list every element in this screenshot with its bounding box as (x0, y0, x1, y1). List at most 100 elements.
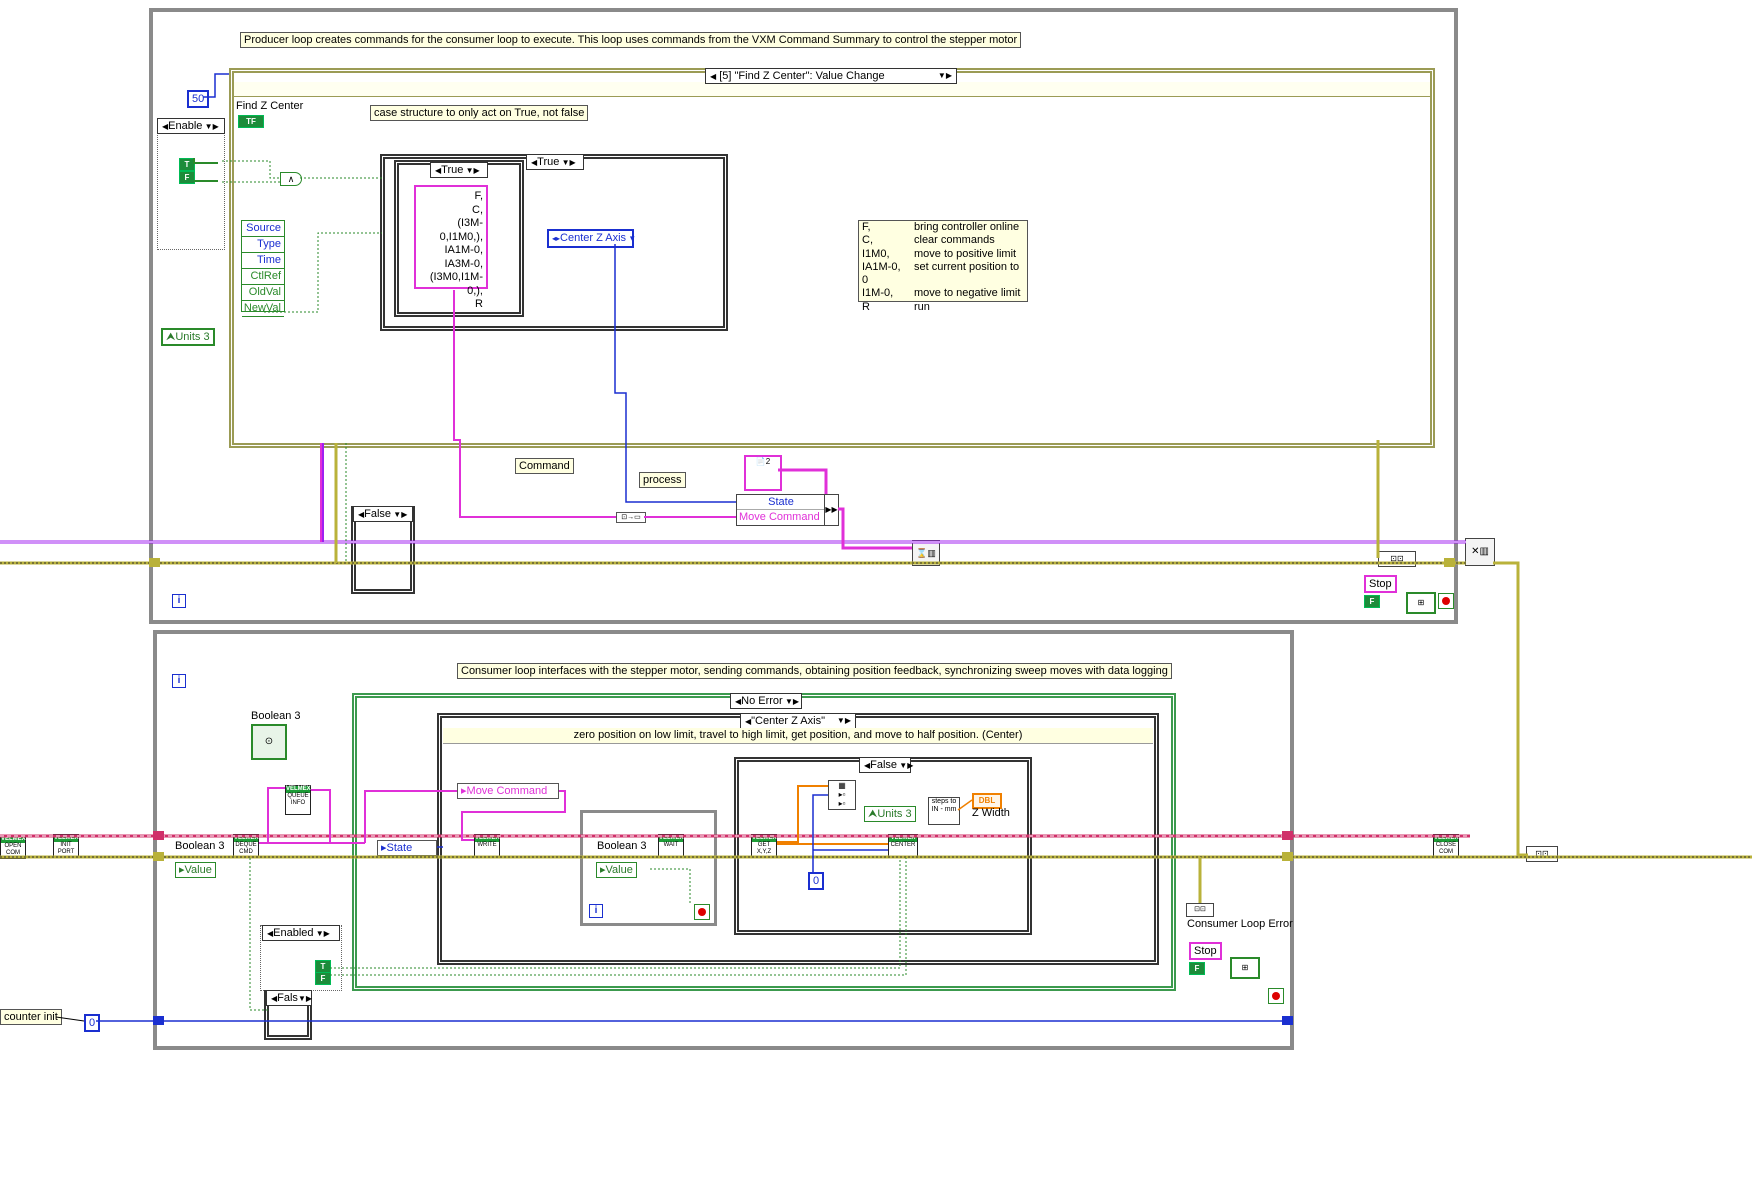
consumer-false-const[interactable]: F (1189, 962, 1205, 975)
inner-case-label: True (441, 164, 464, 176)
command-string-constant[interactable]: F, C, (I3M-0,I1M0,), IA1M-0, IA3M-0, (I3… (414, 185, 488, 310)
event-case-label: [5] "Find Z Center": Value Change (719, 70, 885, 82)
vi-label: OPEN COM (4, 843, 22, 856)
dropdown-arrow-icon[interactable]: ▼▶ (313, 929, 330, 938)
fals-label: Fals (277, 992, 298, 1004)
bundle-output-icon: ▶▶ (824, 494, 839, 526)
prev-arrow-icon[interactable]: ◀ (267, 929, 274, 938)
enqueue-element-icon[interactable]: ⌛▥ (912, 540, 940, 566)
dropdown-arrow-icon[interactable]: ▼▶ (391, 510, 408, 519)
producer-stop-control[interactable]: Stop (1364, 575, 1397, 593)
enabled-selector[interactable]: ◀Enabled ▼▶ (262, 925, 340, 941)
state-case-comment: zero position on low limit, travel to hi… (443, 728, 1153, 744)
dropdown-arrow-icon[interactable]: ▼ (626, 234, 637, 243)
legend-code: I1M-0, (862, 287, 894, 300)
enabled-label: Enabled (273, 927, 314, 939)
enum-label: Center Z Axis (560, 232, 627, 244)
prev-arrow-icon[interactable]: ◀ (745, 717, 752, 726)
consumer-stop-control[interactable]: Stop (1189, 942, 1222, 960)
z-width-label: Z Width (972, 807, 1010, 819)
enum-arrows-icon[interactable]: ◂▸ (552, 234, 561, 243)
zero-constant[interactable]: 0 (808, 872, 825, 890)
find-z-center-bool-icon[interactable]: TF (238, 115, 264, 128)
steps-to-in-mm-vi[interactable]: steps to IN - mm (928, 797, 960, 825)
vi-label: WRITE (477, 842, 497, 848)
prev-arrow-icon[interactable]: ◀ (435, 166, 442, 175)
dropdown-arrow-icon[interactable]: ▼▶ (897, 761, 914, 770)
boolean3-indicator-icon[interactable]: ⊙ (251, 724, 287, 760)
no-error-selector[interactable]: ◀No Error ▼▶ (730, 693, 802, 709)
prev-arrow-icon[interactable]: ◀ (864, 761, 871, 770)
event-data-newval: NewVal (242, 301, 284, 317)
dropdown-arrow-icon[interactable]: ▼▶ (937, 71, 952, 80)
inner-case-selector[interactable]: ◀True ▼▶ (430, 162, 488, 178)
state-case-selector[interactable]: ◀"Center Z Axis"▼▶ (740, 713, 856, 729)
units3-ref-label: Units 3 (175, 331, 210, 343)
units3-property-node[interactable]: ⮝Units 3 (864, 806, 916, 822)
event-header-bar (234, 82, 1430, 97)
vi-label: CLOSE COM (1435, 842, 1457, 855)
case-comment: case structure to only act on True, not … (370, 105, 589, 121)
dropdown-arrow-icon[interactable]: ▼▶ (782, 697, 800, 706)
vi-brand: VELMEX (475, 835, 500, 842)
consumer-comment: Consumer loop interfaces with the steppe… (457, 663, 1172, 679)
merge-errors-icon: ⊡⊡ (1526, 846, 1558, 862)
boolean3-value-property[interactable]: ▸Value (596, 862, 637, 878)
release-queue-icon[interactable]: ✕▥ (1465, 538, 1495, 566)
cmd-line: IA1M-0, (444, 244, 483, 256)
boolean3-outer-value[interactable]: ▸Value (175, 862, 216, 878)
shift-register-right (1282, 831, 1293, 840)
dropdown-arrow-icon[interactable]: ▼▶ (463, 166, 480, 175)
producer-false-selector[interactable]: ◀False ▼▶ (353, 506, 413, 522)
enable-selector[interactable]: ◀Enable ▼▶ (157, 118, 225, 134)
prev-arrow-icon[interactable]: ◀ (710, 72, 717, 81)
center-false-case (734, 757, 1032, 935)
vi-brand: VELMEX (1434, 835, 1459, 842)
enable-disable-structure (157, 118, 225, 250)
counter-init-constant[interactable]: 0 (84, 1014, 101, 1032)
false-constant-icon[interactable]: F (179, 171, 195, 184)
false-label: False (364, 508, 392, 520)
timeout-constant[interactable]: 50 (187, 90, 210, 108)
vi-brand: VELMEX (54, 835, 79, 842)
bottom-false-const[interactable]: F (315, 972, 331, 985)
prev-arrow-icon[interactable]: ◀ (162, 122, 169, 131)
bundle-by-name[interactable]: State Move Command (736, 494, 826, 526)
cmd-line: F, (474, 190, 483, 202)
vi-label: GET X,Y,Z (756, 842, 772, 855)
boolean3-outer-label: Boolean 3 (175, 840, 225, 852)
dropdown-arrow-icon[interactable]: ▼▶ (202, 122, 219, 131)
dropdown-arrow-icon[interactable]: ▼▶ (559, 158, 576, 167)
center-false-selector[interactable]: ◀False ▼▶ (859, 757, 914, 773)
dropdown-arrow-icon[interactable]: ▼▶ (297, 994, 313, 1003)
consumer-or-icon: ⊞ (1230, 957, 1260, 979)
prev-arrow-icon[interactable]: ◀ (358, 510, 365, 519)
outer-case-selector[interactable]: ◀True ▼▶ (526, 154, 584, 170)
wait-stop-icon (694, 904, 710, 920)
outer-case-label: True (537, 156, 560, 168)
true-constant-icon[interactable]: T (179, 158, 195, 171)
producer-iteration-terminal: i (172, 594, 186, 608)
units3-ref-constant[interactable]: ⮝Units 3 (161, 328, 215, 346)
dropdown-arrow-icon[interactable]: ▼▶ (836, 716, 851, 725)
center-z-axis-enum[interactable]: ◂▸Center Z Axis ▼ (547, 229, 637, 248)
event-data-cluster: Source Type Time CtlRef OldVal NewVal (241, 220, 285, 317)
prev-arrow-icon[interactable]: ◀ (531, 158, 538, 167)
prev-arrow-icon[interactable]: ◀ (735, 697, 742, 706)
consumer-error-unbundle-icon: ⊡⊡ (1186, 903, 1214, 917)
event-case-selector[interactable]: ◀ [5] "Find Z Center": Value Change ▼▶ (705, 68, 957, 84)
or-gate-icon: ⊞ (1406, 592, 1436, 614)
producer-false-const[interactable]: F (1364, 595, 1380, 608)
legend-desc: run (914, 300, 930, 313)
prev-arrow-icon[interactable]: ◀ (271, 994, 278, 1003)
fals-selector[interactable]: ◀Fals▼▶ (266, 990, 312, 1006)
